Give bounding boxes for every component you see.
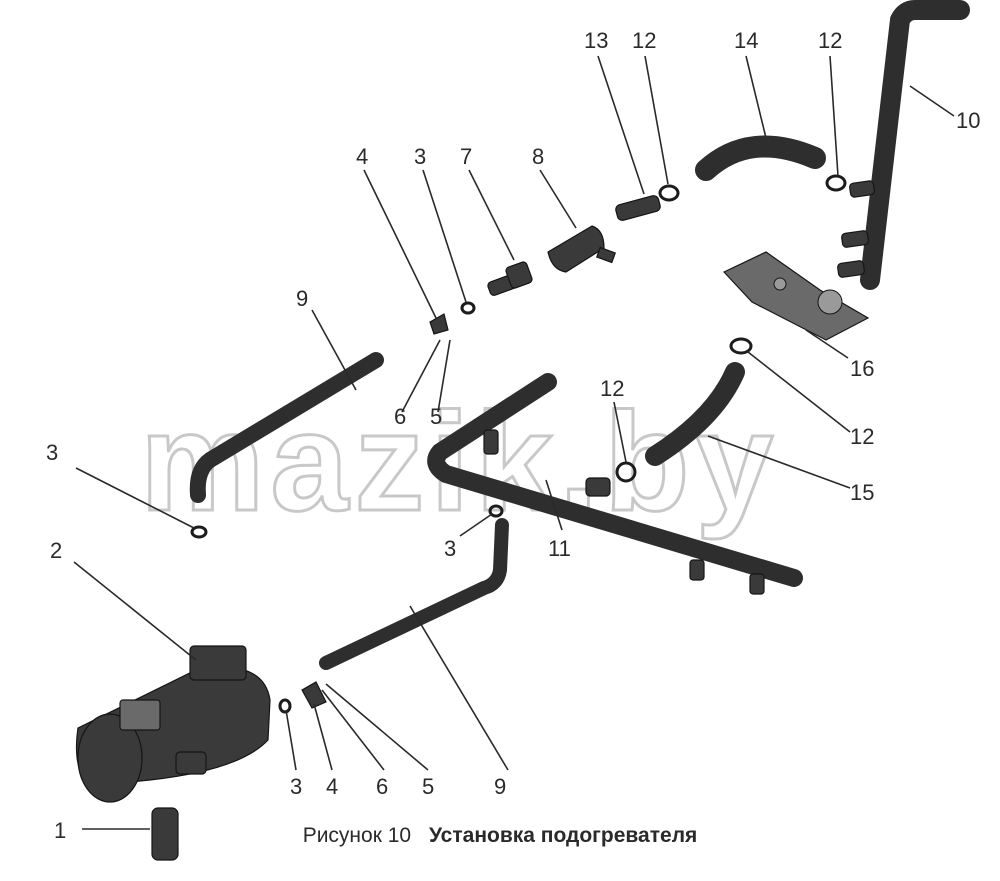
part-4-clip-bottom [301, 681, 327, 709]
part-15-hose [645, 362, 745, 466]
label-10: 10 [956, 108, 980, 133]
part-8-valve [547, 225, 616, 273]
label-5-bottom: 5 [422, 774, 434, 799]
label-12-b: 12 [818, 28, 842, 53]
figure-caption: Рисунок 10 Установка подогревателя [0, 824, 1000, 848]
part-12-clamp-2 [825, 174, 847, 192]
label-3-mid: 3 [444, 536, 456, 561]
part-9-hose-upper [189, 352, 384, 503]
label-13: 13 [584, 28, 608, 53]
part-12-clamp-3 [729, 337, 753, 355]
label-4-top: 4 [356, 144, 368, 169]
part-9-hose-lower [319, 518, 509, 670]
label-12-a: 12 [632, 28, 656, 53]
part-13-fitting [615, 195, 661, 221]
leader-lines [73, 55, 955, 830]
label-8: 8 [532, 144, 544, 169]
label-9-bottom: 9 [494, 774, 506, 799]
part-10-pipe [837, 0, 970, 290]
label-6-top: 6 [394, 404, 406, 429]
part-16-bracket [723, 251, 870, 341]
label-9-top: 9 [296, 286, 308, 311]
label-6-bottom: 6 [376, 774, 388, 799]
label-2: 2 [50, 538, 62, 563]
part-11-manifold [427, 373, 803, 595]
part-3-clamp-left [190, 525, 208, 539]
label-12-d: 12 [850, 424, 874, 449]
label-11: 11 [548, 536, 571, 561]
part-12-clamp-1 [658, 184, 680, 202]
part-12-clamp-4 [615, 461, 637, 483]
label-1: 1 [54, 818, 66, 843]
label-12-c: 12 [600, 376, 624, 401]
label-3-top: 3 [414, 144, 426, 169]
figure-number: Рисунок 10 [302, 824, 412, 847]
part-7-adapter [487, 261, 533, 296]
label-16: 16 [850, 356, 874, 381]
part-3-clamp-mid [488, 504, 504, 518]
label-7: 7 [460, 144, 472, 169]
part-3-clamp-top [460, 301, 476, 315]
label-5-top: 5 [430, 404, 442, 429]
part-14-hose [695, 135, 826, 181]
label-15: 15 [850, 480, 874, 505]
label-4-bottom: 4 [326, 774, 338, 799]
label-3-bottom: 3 [290, 774, 302, 799]
watermark: mazik.by [140, 383, 779, 540]
label-14: 14 [734, 28, 758, 53]
part-4-clip-top [429, 313, 449, 335]
part-3-clamp-bottom [278, 698, 292, 714]
part-1-sleeve [151, 807, 179, 861]
label-3-left: 3 [46, 440, 58, 465]
part-2-heater [75, 645, 271, 803]
figure-title: Установка подогревателя [428, 824, 698, 847]
